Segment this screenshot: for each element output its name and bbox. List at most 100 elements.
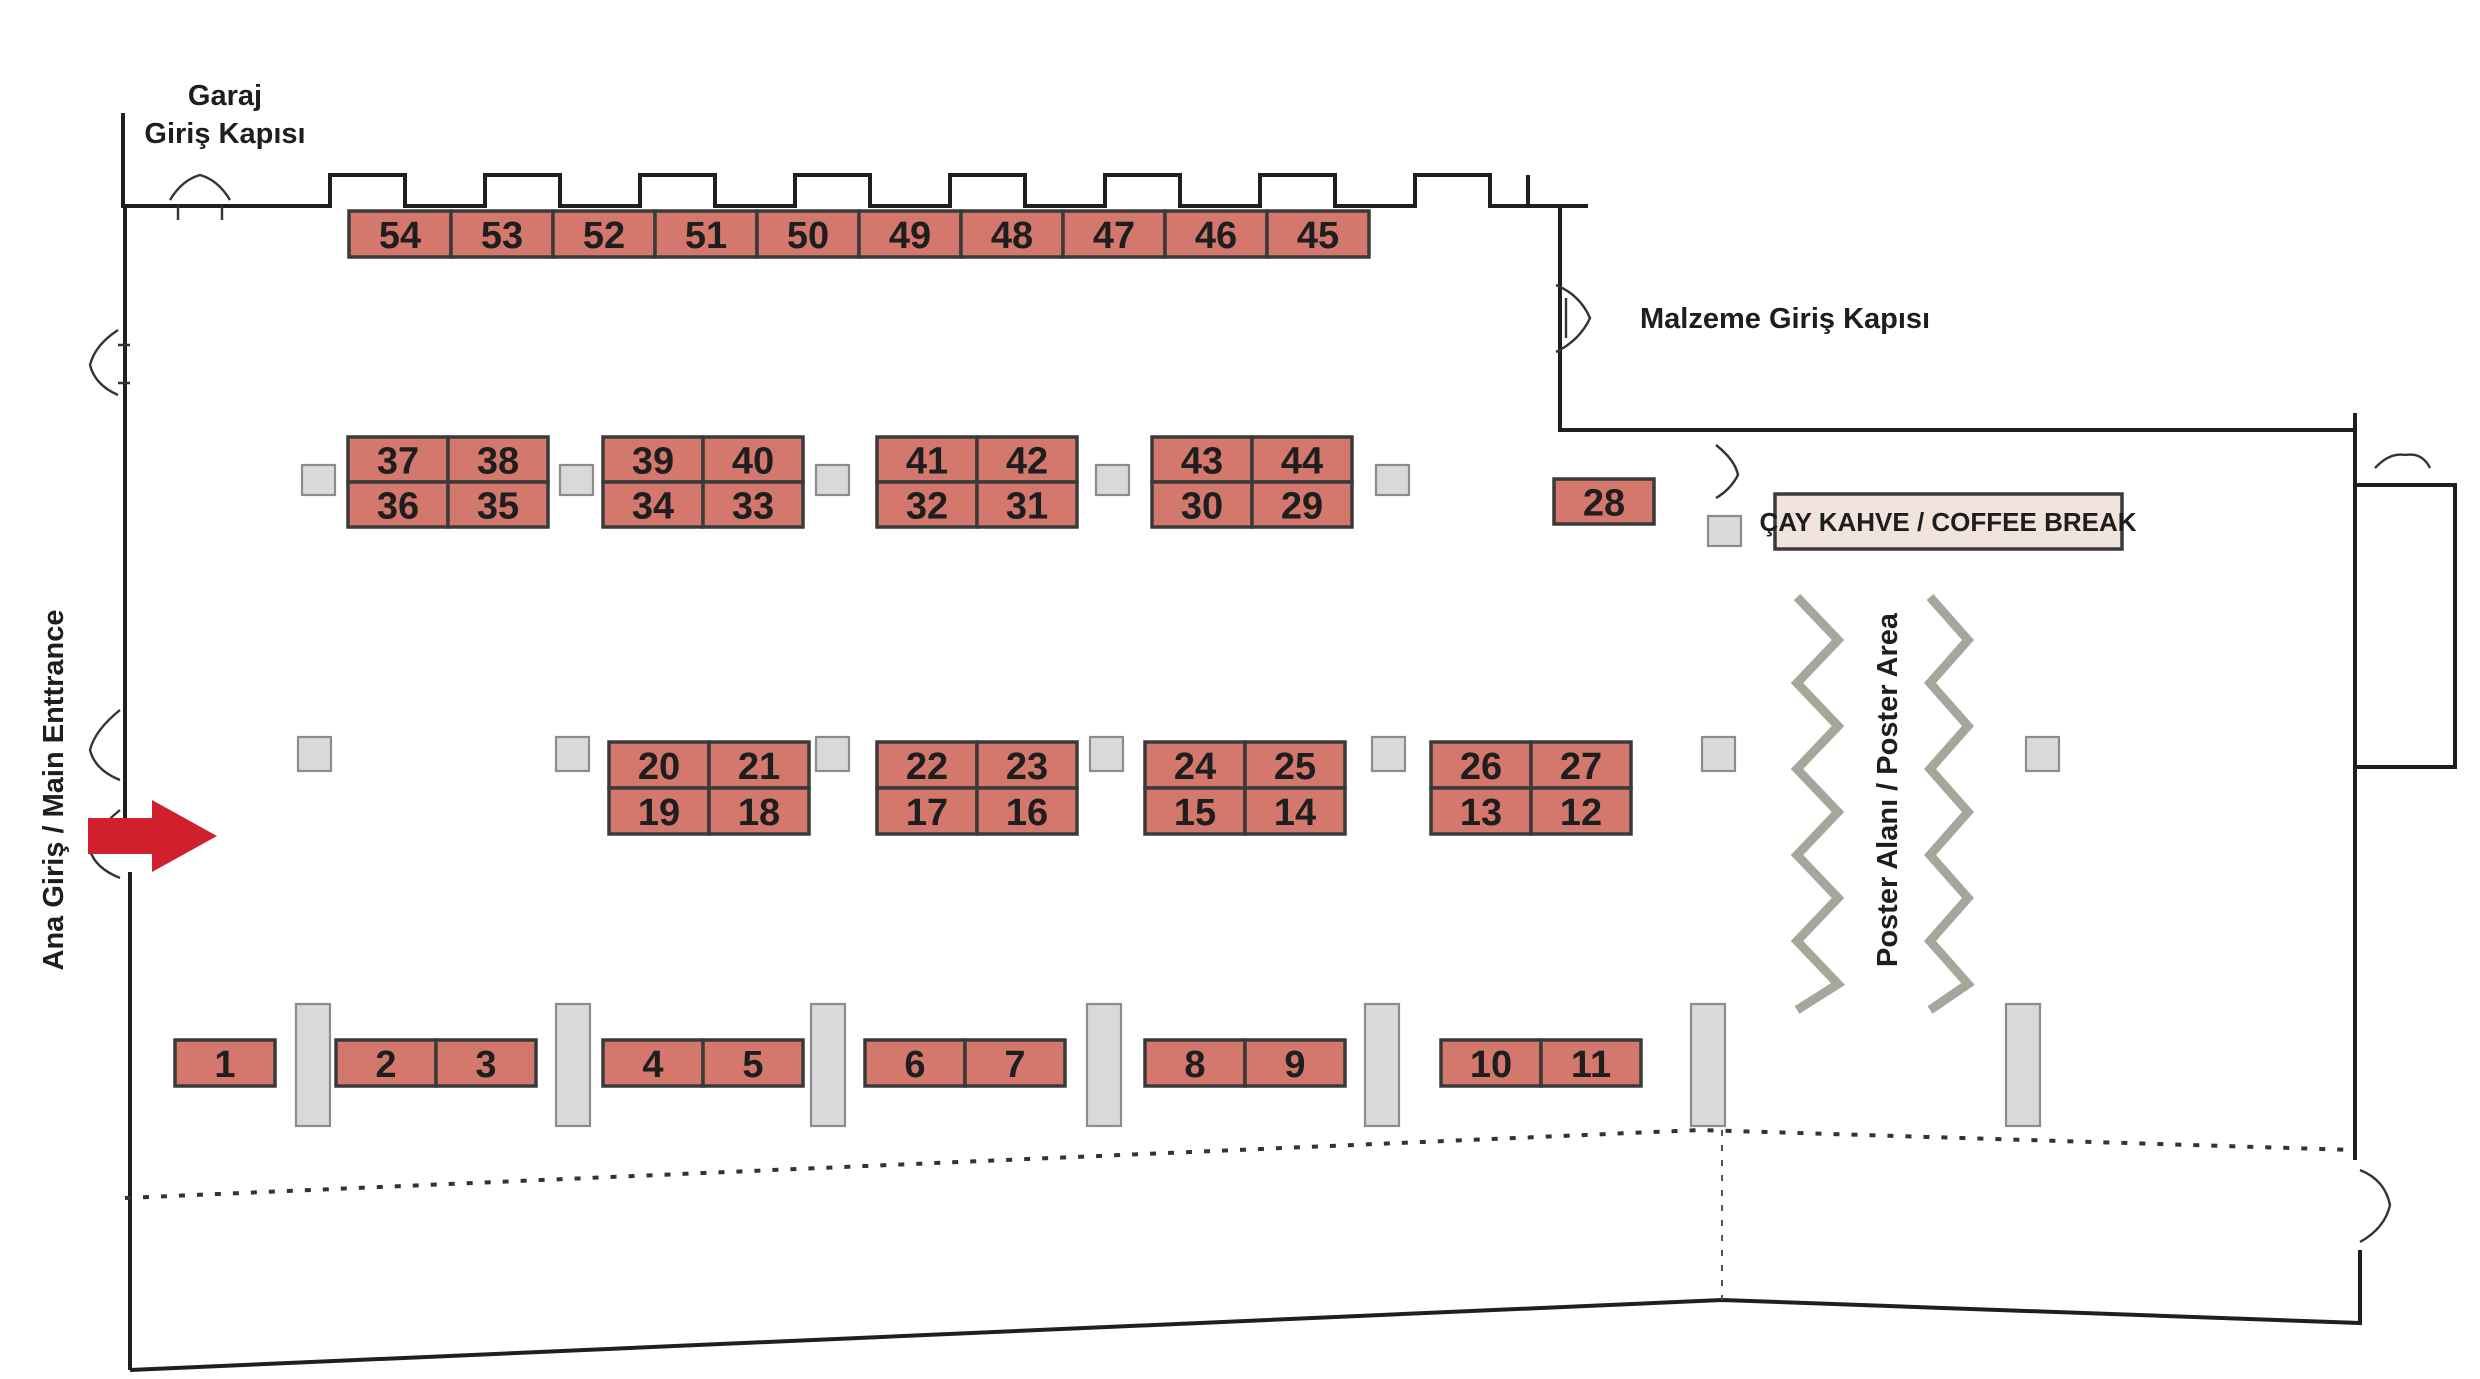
booth-54[interactable]: 54 [347, 209, 453, 259]
booth-39[interactable]: 39 [601, 435, 705, 484]
left-upper-door-icon[interactable] [88, 328, 130, 397]
material-door-icon[interactable] [1555, 283, 1592, 354]
booth-15[interactable]: 15 [1143, 786, 1247, 836]
booth-number: 42 [1006, 441, 1048, 483]
booth-number: 27 [1560, 746, 1602, 788]
booth-42[interactable]: 42 [975, 435, 1079, 484]
pillar [1689, 1002, 1727, 1128]
booth-number: 36 [377, 486, 419, 528]
booth-33[interactable]: 33 [701, 480, 805, 529]
booth-23[interactable]: 23 [975, 740, 1079, 790]
booth-box [173, 1038, 277, 1088]
booth-34[interactable]: 34 [601, 480, 705, 529]
pillar [554, 1002, 592, 1128]
booth-8[interactable]: 8 [1143, 1038, 1247, 1088]
booth-17[interactable]: 17 [875, 786, 979, 836]
booth-27[interactable]: 27 [1529, 740, 1633, 790]
booth-41[interactable]: 41 [875, 435, 979, 484]
booth-19[interactable]: 19 [607, 786, 711, 836]
booth-box [875, 480, 979, 529]
booth-3[interactable]: 3 [434, 1038, 538, 1088]
booth-box [434, 1038, 538, 1088]
booth-13[interactable]: 13 [1429, 786, 1533, 836]
booth-box [857, 209, 963, 259]
booth-number: 14 [1274, 792, 1316, 834]
booth-box [755, 209, 861, 259]
right-lower-door-icon[interactable] [2359, 1168, 2392, 1244]
booth-number: 20 [638, 746, 680, 788]
booth-26[interactable]: 26 [1429, 740, 1533, 790]
booth-25[interactable]: 25 [1243, 740, 1347, 790]
booth-36[interactable]: 36 [346, 480, 450, 529]
booth-12[interactable]: 12 [1529, 786, 1633, 836]
booth-2[interactable]: 2 [334, 1038, 438, 1088]
booth-49[interactable]: 49 [857, 209, 963, 259]
booth-31[interactable]: 31 [975, 480, 1079, 529]
booth-53[interactable]: 53 [449, 209, 555, 259]
booth-box [1143, 1038, 1247, 1088]
booth-box [707, 740, 811, 790]
booth-44[interactable]: 44 [1250, 435, 1354, 484]
booth-37[interactable]: 37 [346, 435, 450, 484]
booth-22[interactable]: 22 [875, 740, 979, 790]
booth-38[interactable]: 38 [446, 435, 550, 484]
booth-number: 54 [379, 215, 421, 257]
booth-51[interactable]: 51 [653, 209, 759, 259]
booth-number: 16 [1006, 792, 1048, 834]
booth-number: 47 [1093, 215, 1135, 257]
booth-1[interactable]: 1 [173, 1038, 277, 1088]
booth-number: 39 [632, 441, 674, 483]
booth-30[interactable]: 30 [1150, 480, 1254, 529]
booth-number: 46 [1195, 215, 1237, 257]
booth-28[interactable]: 28 [1552, 477, 1656, 526]
pillar [1706, 514, 1743, 548]
booth-18[interactable]: 18 [707, 786, 811, 836]
booth-number: 7 [1004, 1044, 1025, 1086]
coffee-door-icon[interactable] [1715, 444, 1740, 500]
booth-10[interactable]: 10 [1439, 1038, 1543, 1088]
booth-box [1150, 480, 1254, 529]
pillar [558, 463, 595, 497]
booth-20[interactable]: 20 [607, 740, 711, 790]
booth-16[interactable]: 16 [975, 786, 1079, 836]
booth-35[interactable]: 35 [446, 480, 550, 529]
booth-number: 32 [906, 486, 948, 528]
booth-32[interactable]: 32 [875, 480, 979, 529]
garage-door-icon[interactable] [168, 173, 232, 220]
right-annex-door-icon[interactable] [2374, 453, 2432, 469]
booth-number: 15 [1174, 792, 1216, 834]
dotted-line-lower [124, 1127, 2356, 1200]
booth-11[interactable]: 11 [1539, 1038, 1643, 1088]
booth-47[interactable]: 47 [1061, 209, 1167, 259]
booth-number: 53 [481, 215, 523, 257]
booth-45[interactable]: 45 [1265, 209, 1371, 259]
booth-5[interactable]: 5 [701, 1038, 805, 1088]
booth-box [1143, 786, 1247, 836]
booth-box [1529, 786, 1633, 836]
booth-48[interactable]: 48 [959, 209, 1065, 259]
booth-52[interactable]: 52 [551, 209, 657, 259]
top-wall [121, 113, 1588, 208]
booth-6[interactable]: 6 [863, 1038, 967, 1088]
booth-number: 25 [1274, 746, 1316, 788]
booth-7[interactable]: 7 [963, 1038, 1067, 1088]
booth-29[interactable]: 29 [1250, 480, 1354, 529]
booth-14[interactable]: 14 [1243, 786, 1347, 836]
booth-24[interactable]: 24 [1143, 740, 1247, 790]
booth-40[interactable]: 40 [701, 435, 805, 484]
booth-number: 1 [214, 1044, 235, 1086]
poster-area: Poster Alanı / Poster Area [1790, 593, 1975, 1014]
booth-4[interactable]: 4 [601, 1038, 705, 1088]
booth-number: 12 [1560, 792, 1602, 834]
booth-box [346, 480, 450, 529]
booth-box [449, 209, 555, 259]
booth-number: 44 [1281, 441, 1323, 483]
booth-50[interactable]: 50 [755, 209, 861, 259]
booth-43[interactable]: 43 [1150, 435, 1254, 484]
material-door-wall [1558, 206, 2357, 432]
booth-9[interactable]: 9 [1243, 1038, 1347, 1088]
booth-46[interactable]: 46 [1163, 209, 1269, 259]
booth-21[interactable]: 21 [707, 740, 811, 790]
booth-number: 45 [1297, 215, 1339, 257]
